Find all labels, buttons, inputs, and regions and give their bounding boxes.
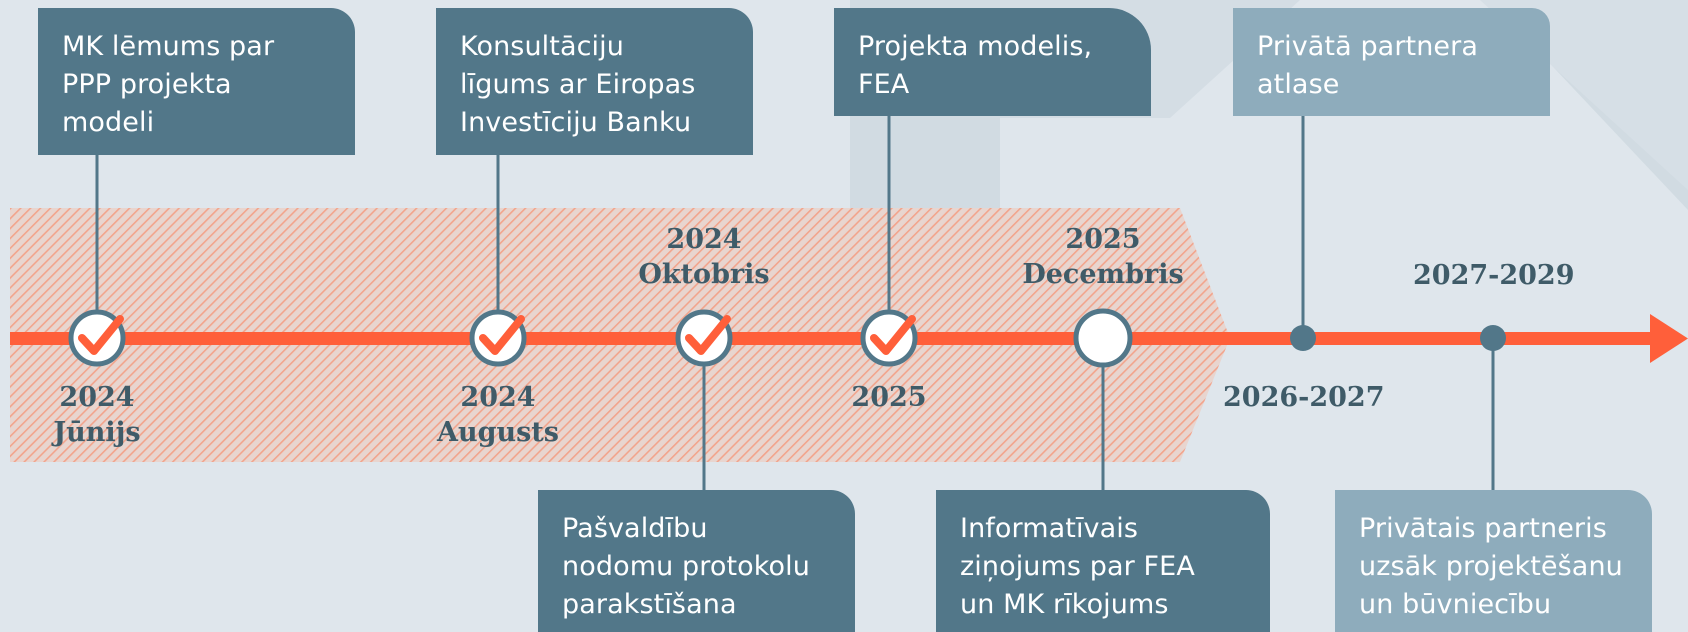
date-year: 2027-2029 <box>1413 260 1575 291</box>
date-label-2024-augusts: 2024 Augusts <box>428 380 568 450</box>
date-month: Augusts <box>437 417 559 448</box>
timeline-line <box>10 332 1660 345</box>
date-label-2024-oktobris: 2024 Oktobris <box>624 222 784 292</box>
arrow-head-icon <box>1650 314 1688 363</box>
milestone-box-2024-augusts: Konsultāciju līgums ar Eiropas Investīci… <box>436 8 753 155</box>
date-year: 2025 <box>1065 224 1141 255</box>
date-year: 2024 <box>460 382 536 413</box>
milestone-description: Privātais partneris uzsāk projektēšanu u… <box>1359 513 1623 620</box>
check-icon <box>685 315 731 355</box>
milestone-box-2024-junijs: MK lēmums par PPP projekta modeli <box>38 8 355 155</box>
milestone-box-2026-2027: Privātā partnera atlase <box>1233 8 1550 116</box>
milestone-marker-2025 <box>860 309 918 367</box>
date-year: 2026-2027 <box>1223 382 1385 413</box>
date-year: 2024 <box>666 224 742 255</box>
milestone-box-2025: Projekta modelis, FEA <box>834 8 1151 116</box>
check-icon <box>479 315 525 355</box>
milestone-description: Privātā partnera atlase <box>1257 31 1478 100</box>
milestone-marker-2024-augusts <box>469 309 527 367</box>
date-label-2025-decembris: 2025 Decembris <box>1013 222 1193 292</box>
milestone-box-2025-decembris: Informatīvais ziņojums par FEA un MK rīk… <box>936 490 1270 632</box>
connector-lines <box>95 116 1495 490</box>
date-label-2025: 2025 <box>829 380 949 415</box>
milestone-description: Projekta modelis, FEA <box>858 31 1093 100</box>
date-label-2027-2029: 2027-2029 <box>1413 258 1575 293</box>
milestone-description: Informatīvais ziņojums par FEA un MK rīk… <box>960 513 1195 620</box>
milestone-description: Pašvaldību nodomu protokolu parakstīšana <box>562 513 810 620</box>
milestone-marker-2024-junijs <box>68 309 126 367</box>
milestone-marker-2027-2029 <box>1480 325 1506 351</box>
check-icon <box>870 315 916 355</box>
milestone-marker-2024-oktobris <box>675 309 733 367</box>
check-icon <box>78 315 124 355</box>
date-label-2024-junijs: 2024 Jūnijs <box>37 380 157 450</box>
date-year: 2025 <box>851 382 927 413</box>
milestone-marker-2025-decembris <box>1073 308 1133 368</box>
date-month: Oktobris <box>638 259 770 290</box>
milestone-marker-2026-2027 <box>1290 325 1316 351</box>
milestone-box-2027-2029: Privātais partneris uzsāk projektēšanu u… <box>1335 490 1652 632</box>
date-label-2026-2027: 2026-2027 <box>1223 380 1385 415</box>
date-year: 2024 <box>59 382 135 413</box>
date-month: Jūnijs <box>53 417 141 448</box>
milestone-box-2024-oktobris: Pašvaldību nodomu protokolu parakstīšana <box>538 490 855 632</box>
milestone-description: MK lēmums par PPP projekta modeli <box>62 31 275 138</box>
milestone-description: Konsultāciju līgums ar Eiropas Investīci… <box>460 31 696 138</box>
date-month: Decembris <box>1022 259 1184 290</box>
